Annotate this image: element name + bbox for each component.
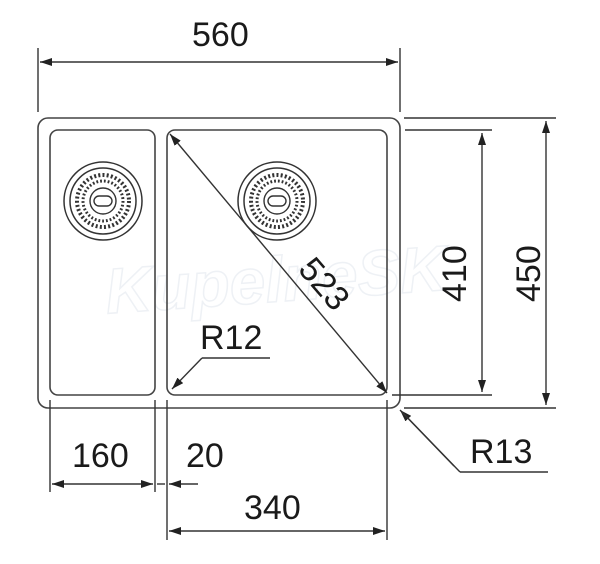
gap-label: 20 <box>186 437 224 475</box>
dimension-overall-depth: 450 <box>404 117 556 409</box>
drain-strainer-icon <box>63 161 143 241</box>
dimension-bowl-depth: 410 <box>392 129 492 396</box>
dimension-overall-width: 560 <box>37 16 401 112</box>
sink-outer-contour <box>37 117 401 409</box>
bowl-depth-label: 410 <box>436 245 474 302</box>
small-bowl <box>49 129 156 396</box>
dimension-small-bowl-width: 160 <box>52 437 153 488</box>
inner-radius-label: R12 <box>200 319 262 357</box>
dimension-inner-radius: R12 <box>171 319 270 390</box>
overall-width-label: 560 <box>192 16 249 54</box>
dimension-gap: 20 <box>157 437 224 488</box>
dimension-outer-radius: R13 <box>399 409 548 473</box>
outer-radius-label: R13 <box>470 433 532 471</box>
small-bowl-width-label: 160 <box>72 437 129 475</box>
main-bowl-width-label: 340 <box>244 489 301 527</box>
dimension-main-bowl-width: 340 <box>169 489 385 535</box>
overall-depth-label: 450 <box>510 245 548 302</box>
main-bowl <box>166 129 388 396</box>
